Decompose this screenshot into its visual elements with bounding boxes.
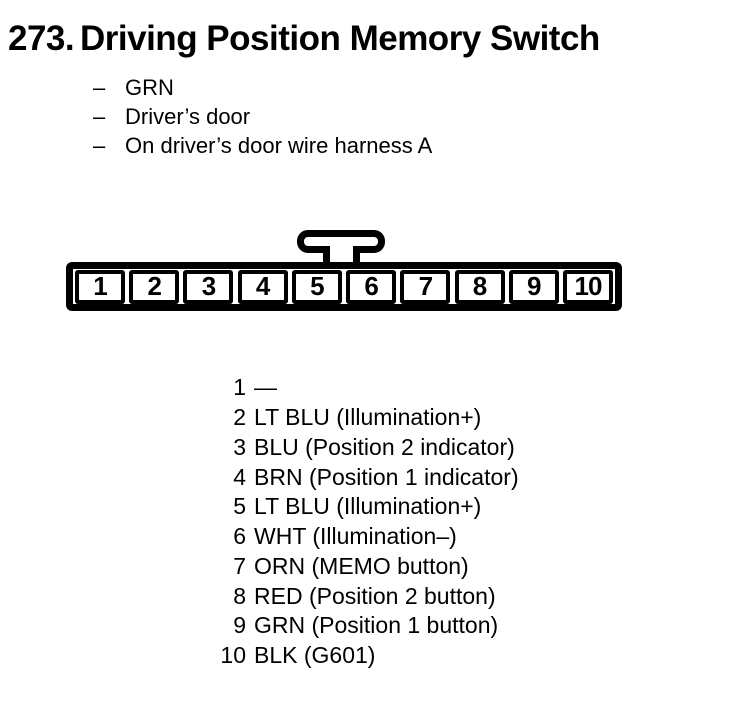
pin-number: 9: [233, 612, 246, 639]
pin-number: 10: [220, 642, 246, 669]
pinout-row-3: 3 BLU (Position 2 indicator): [218, 433, 519, 463]
pin-label: ORN (MEMO button): [254, 552, 469, 579]
connector-cavity-1: 1: [75, 269, 125, 304]
detail-text: Driver’s door: [125, 104, 251, 129]
detail-text: GRN: [125, 75, 174, 100]
pin-number: 4: [233, 463, 246, 490]
pin-number: 6: [233, 523, 246, 550]
pinout-row-7: 7 ORN (MEMO button): [218, 552, 519, 582]
pin-label: LT BLU (Illumination+): [254, 404, 482, 431]
pinout-row-6: 6 WHT (Illumination–): [218, 522, 519, 552]
pin-label: —: [254, 374, 277, 401]
pin-label: BLU (Position 2 indicator): [254, 433, 515, 460]
detail-text: On driver’s door wire harness A: [125, 133, 433, 158]
section-number: 273.: [8, 19, 75, 58]
pinout-row-8: 8 RED (Position 2 button): [218, 581, 519, 611]
connector-cavity-4: 4: [237, 269, 288, 304]
connector-cavity-8: 8: [454, 269, 505, 304]
pin-label: BLK (G601): [254, 642, 376, 669]
dash-bullet: –: [93, 75, 106, 100]
pinout-row-9: 9 GRN (Position 1 button): [218, 611, 519, 641]
pin-number: 5: [233, 493, 246, 520]
connector-cavity-10: 10: [562, 269, 613, 304]
detail-item-harness: – On driver’s door wire harness A: [93, 131, 432, 160]
pinout-row-10: 10 BLK (G601): [218, 641, 519, 671]
pin-number: 1: [233, 374, 246, 401]
pin-label: GRN (Position 1 button): [254, 612, 499, 639]
pin-label: WHT (Illumination–): [254, 523, 457, 550]
pin-number: 7: [233, 552, 246, 579]
connector-details: – GRN – Driver’s door – On driver’s door…: [93, 73, 432, 160]
connector-diagram: 1 2 3 4 5 6 7 8 9 10: [66, 262, 622, 311]
connector-cavity-5: 5: [291, 269, 342, 304]
pinout-row-4: 4 BRN (Position 1 indicator): [218, 462, 519, 492]
pin-label: RED (Position 2 button): [254, 582, 496, 609]
connector-cavity-9: 9: [508, 269, 559, 304]
connector-locking-tab-stem: [323, 246, 360, 264]
detail-item-location: – Driver’s door: [93, 102, 432, 131]
dash-bullet: –: [93, 133, 106, 158]
page-title: Driving Position Memory Switch: [80, 19, 600, 58]
connector-cavity-6: 6: [346, 269, 397, 304]
connector-cavity-7: 7: [400, 269, 451, 304]
connector-cavity-3: 3: [183, 269, 234, 304]
detail-item-color: – GRN: [93, 73, 432, 102]
dash-bullet: –: [93, 104, 106, 129]
pin-label: LT BLU (Illumination+): [254, 493, 482, 520]
connector-cavity-2: 2: [129, 269, 180, 304]
pin-number: 2: [233, 404, 246, 431]
pin-label: BRN (Position 1 indicator): [254, 463, 519, 490]
page-header: 273. Driving Position Memory Switch: [8, 20, 600, 58]
pinout-row-1: 1 —: [218, 373, 519, 403]
pin-number: 8: [233, 582, 246, 609]
pin-number: 3: [233, 433, 246, 460]
pinout-row-2: 2 LT BLU (Illumination+): [218, 403, 519, 433]
pinout-row-5: 5 LT BLU (Illumination+): [218, 492, 519, 522]
pinout-list: 1 — 2 LT BLU (Illumination+) 3 BLU (Posi…: [218, 373, 519, 671]
